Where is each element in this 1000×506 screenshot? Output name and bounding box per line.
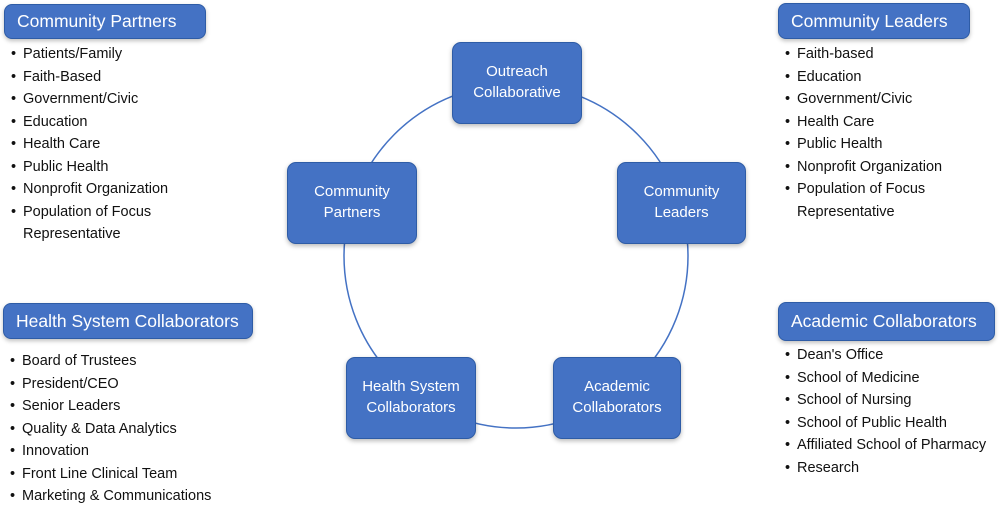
list-item: Affiliated School of Pharmacy [785,434,1000,457]
list-item: School of Medicine [785,367,1000,390]
panel-list-community-leaders: Faith-basedEducationGovernment/CivicHeal… [778,43,980,223]
list-item: Board of Trustees [10,350,275,373]
list-item: Nonprofit Organization [785,156,980,179]
panel-health-system-collaborators: Health System Collaborators Board of Tru… [3,303,275,506]
list-item: Public Health [11,156,223,179]
list-item: School of Public Health [785,412,1000,435]
list-item: Education [785,66,980,89]
panel-title-community-leaders: Community Leaders [778,3,970,39]
panel-community-partners: Community Partners Patients/FamilyFaith-… [4,4,223,246]
list-item: Faith-Based [11,66,223,89]
list-item: School of Nursing [785,389,1000,412]
list-item: Population of Focus Representative [785,178,980,223]
panel-academic-collaborators: Academic Collaborators Dean's OfficeScho… [778,302,1000,479]
list-item: Public Health [785,133,980,156]
list-item: Government/Civic [11,88,223,111]
list-item: Faith-based [785,43,980,66]
node-outreach-collaborative: Outreach Collaborative [452,42,582,124]
panel-title-health-system-collaborators: Health System Collaborators [3,303,253,339]
panel-list-health-system-collaborators: Board of TrusteesPresident/CEOSenior Lea… [3,350,275,506]
list-item: Health Care [11,133,223,156]
node-community-leaders: Community Leaders [617,162,746,244]
list-item: Senior Leaders [10,395,275,418]
list-item: Quality & Data Analytics [10,418,275,441]
node-community-partners: Community Partners [287,162,417,244]
list-item: Front Line Clinical Team [10,463,275,486]
list-item: Education [11,111,223,134]
list-item: Research [785,457,1000,480]
list-item: President/CEO [10,373,275,396]
panel-list-academic-collaborators: Dean's OfficeSchool of MedicineSchool of… [778,344,1000,479]
panel-community-leaders: Community Leaders Faith-basedEducationGo… [778,3,980,223]
list-item: Marketing & Communications [10,485,275,506]
list-item: Dean's Office [785,344,1000,367]
node-academic-collaborators: Academic Collaborators [553,357,681,439]
list-item: Patients/Family [11,43,223,66]
list-item: Government/Civic [785,88,980,111]
node-health-system-collaborators: Health System Collaborators [346,357,476,439]
list-item: Population of Focus Representative [11,201,223,246]
panel-title-academic-collaborators: Academic Collaborators [778,302,995,341]
panel-list-community-partners: Patients/FamilyFaith-BasedGovernment/Civ… [4,43,223,246]
list-item: Health Care [785,111,980,134]
list-item: Nonprofit Organization [11,178,223,201]
list-item: Innovation [10,440,275,463]
panel-title-community-partners: Community Partners [4,4,206,39]
